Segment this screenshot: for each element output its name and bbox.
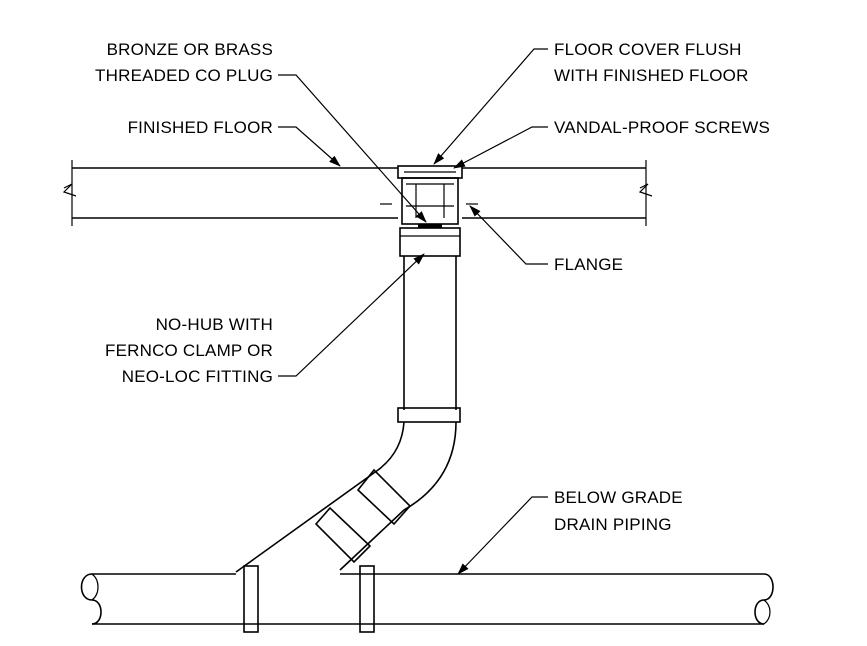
plug-label-line2: THREADED CO PLUG (95, 66, 273, 85)
leader-nohub (278, 253, 425, 377)
leader-drain (457, 496, 548, 575)
leader-floor-cover (433, 48, 548, 165)
nohub-label-line2: FERNCO CLAMP OR (105, 341, 273, 360)
leader-screws (453, 126, 548, 169)
flange-label: FLANGE (554, 255, 623, 274)
floor-cover-label-line1: FLOOR COVER FLUSH (554, 40, 742, 59)
nohub-label-line1: NO-HUB WITH (156, 315, 273, 334)
finished-floor-label: FINISHED FLOOR (128, 118, 273, 137)
floor-cover-label-line2: WITH FINISHED FLOOR (554, 66, 749, 85)
drain-label-line1: BELOW GRADE (554, 488, 683, 507)
leaders (278, 48, 548, 575)
screws-label: VANDAL-PROOF SCREWS (554, 118, 770, 137)
plug-label-line1: BRONZE OR BRASS (107, 40, 273, 59)
drain-pipe (80, 565, 774, 633)
leader-flange (469, 205, 548, 265)
vertical-pipe (235, 256, 461, 573)
drain-label-line2: DRAIN PIPING (554, 515, 672, 534)
floor-slab (62, 160, 653, 226)
cleanout-assembly (397, 165, 463, 257)
leader-finished-floor (278, 126, 341, 167)
leader-plug (278, 74, 427, 223)
nohub-label-line3: NEO-LOC FITTING (122, 367, 273, 386)
